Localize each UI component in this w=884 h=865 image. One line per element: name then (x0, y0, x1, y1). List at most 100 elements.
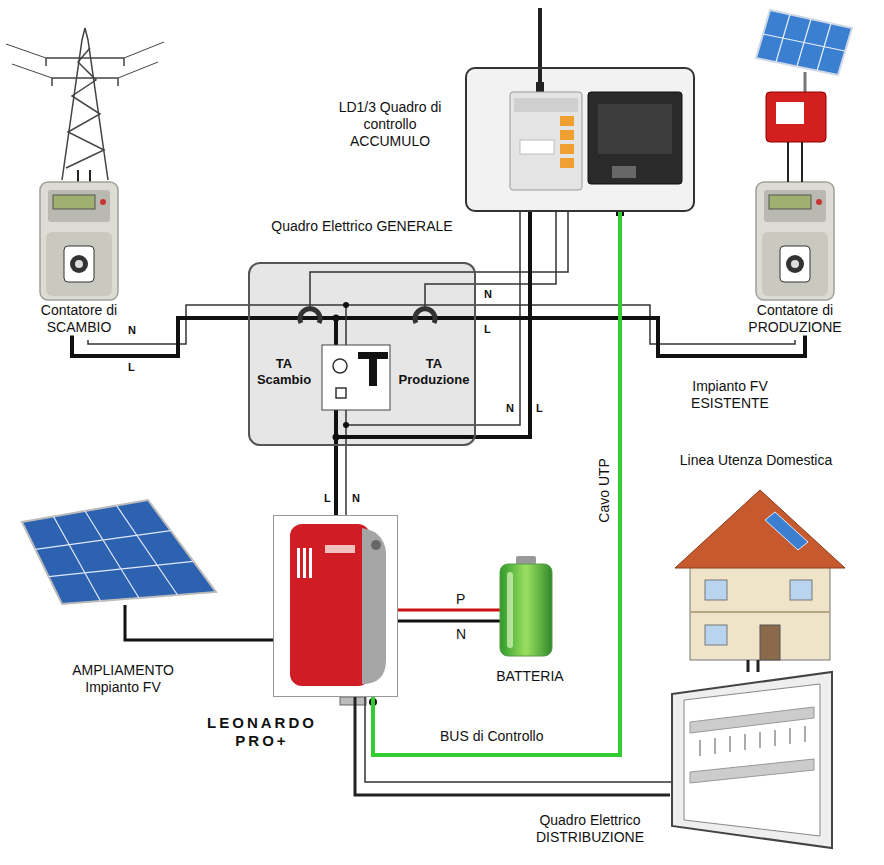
wire-label: L (536, 402, 543, 415)
battery-illustration (507, 572, 513, 648)
energy-meter (756, 182, 834, 300)
inverter: LEONARDO PRO+ (273, 515, 398, 697)
energy-meter: Contatore di PRODUZIONE (730, 182, 860, 336)
control-panel-devices (510, 92, 582, 190)
battery-illustration (398, 556, 552, 656)
pv-panel-extension (35, 506, 193, 602)
main-switchboard-interior (343, 302, 349, 308)
inverter-illustration (365, 697, 672, 782)
node-label: Contatore di SCAMBIO (14, 302, 144, 336)
node-label: LD1/3 Quadro di controllo ACCUMULO (325, 99, 455, 149)
distribution-board: Quadro Elettrico DISTRIBUZIONE (670, 672, 832, 848)
wire-label: N (352, 492, 360, 505)
wire-label: L (484, 323, 491, 336)
house-illustration (705, 625, 727, 645)
distribution-board-illustration (672, 672, 832, 848)
section-label: Impianto FV ESISTENTE (655, 378, 805, 412)
main-switchboard-interior (346, 424, 476, 426)
node-label: TA Produzione (396, 356, 472, 387)
control-panel: LD1/3 Quadro di controllo ACCUMULO (465, 67, 695, 212)
main-switchboard-interior (322, 345, 390, 410)
main-switchboard-interior (415, 309, 435, 323)
main-switchboard-interior (343, 422, 349, 428)
control-panel-devices (560, 116, 574, 126)
node-label: Linea Utenza Domestica (660, 452, 852, 469)
main-switchboard-interior (333, 315, 340, 322)
house-illustration (705, 580, 727, 600)
control-bus (373, 212, 620, 755)
wire-label: L (128, 361, 135, 374)
power-pylon (66, 48, 104, 168)
distribution-board-illustration (672, 672, 832, 848)
inverter-illustration (309, 548, 312, 578)
house-illustration (675, 490, 845, 672)
control-panel-devices (612, 166, 636, 178)
wire-label: N (128, 324, 136, 337)
inverter-illustration (273, 515, 398, 697)
power-pylon (78, 170, 90, 182)
power-wire (355, 697, 670, 795)
house-illustration (765, 512, 808, 550)
inverter-illustration (340, 697, 366, 705)
control-panel-devices (465, 8, 695, 216)
control-panel-devices (538, 8, 542, 92)
main-switchboard-interior (248, 304, 476, 306)
main-switchboard-interior (476, 305, 795, 344)
battery-illustration (398, 620, 500, 623)
house: Linea Utenza Domestica (660, 452, 852, 660)
current-transformer: TA Scambio (254, 356, 314, 387)
control-panel-devices (560, 144, 574, 154)
power-pylon (62, 28, 108, 180)
inverter-illustration (371, 540, 381, 550)
house-illustration (675, 490, 845, 568)
house-illustration (690, 565, 830, 660)
node-label: LEONARDO PRO+ (192, 714, 332, 750)
existing-pv-system (804, 72, 807, 92)
power-wire (747, 660, 750, 672)
existing-pv-system (763, 14, 845, 71)
main-switchboard-interior (345, 305, 347, 345)
wire-label: P (456, 591, 465, 608)
house-illustration (760, 625, 780, 660)
main-switchboard-interior (248, 316, 476, 320)
node-label: TA Scambio (254, 356, 314, 387)
wire-label: N (484, 288, 492, 301)
node-label: AMPLIAMENTO Impianto FV (48, 662, 198, 696)
power-pylon (6, 42, 164, 78)
inverter-illustration (297, 548, 300, 578)
node-label: Quadro Elettrico GENERALE (250, 218, 474, 235)
battery-illustration (500, 564, 552, 656)
solar-panel: AMPLIAMENTO Impianto FV (18, 497, 218, 605)
pv-panel-extension (22, 500, 216, 604)
dc-wire (125, 605, 273, 640)
main-switchboard-interior (334, 410, 338, 446)
distribution-board-illustration (684, 684, 820, 836)
wire-label: N (456, 626, 466, 643)
control-panel-devices (598, 104, 672, 154)
house-illustration (690, 611, 830, 613)
inverter-illustration (325, 545, 355, 553)
main-switchboard-interior (333, 434, 340, 441)
node-label: Contatore di PRODUZIONE (730, 302, 860, 336)
main-switchboard-interior (336, 388, 346, 398)
battery-illustration (478, 609, 500, 612)
battery-wire (398, 609, 478, 612)
distribution-board-illustration (690, 707, 814, 733)
control-panel-devices (514, 98, 578, 112)
distribution-board-illustration (690, 759, 814, 783)
power-pylon (46, 58, 124, 86)
control-panel-devices (465, 67, 695, 212)
existing-pv-system (756, 10, 852, 75)
current-transformer: TA Produzione (396, 356, 472, 387)
existing-pv-system (766, 92, 826, 142)
main-switchboard-interior (300, 309, 320, 323)
edge-label: Cavo UTP (595, 458, 612, 523)
pv-panel-extension (22, 500, 216, 604)
main-switchboard-interior (248, 262, 476, 446)
inverter-illustration (273, 515, 672, 782)
bus-label: BUS di Controllo (440, 728, 544, 745)
control-panel-devices (536, 82, 544, 92)
main-switchboard-interior (334, 318, 338, 345)
existing-pv-system (756, 10, 852, 182)
